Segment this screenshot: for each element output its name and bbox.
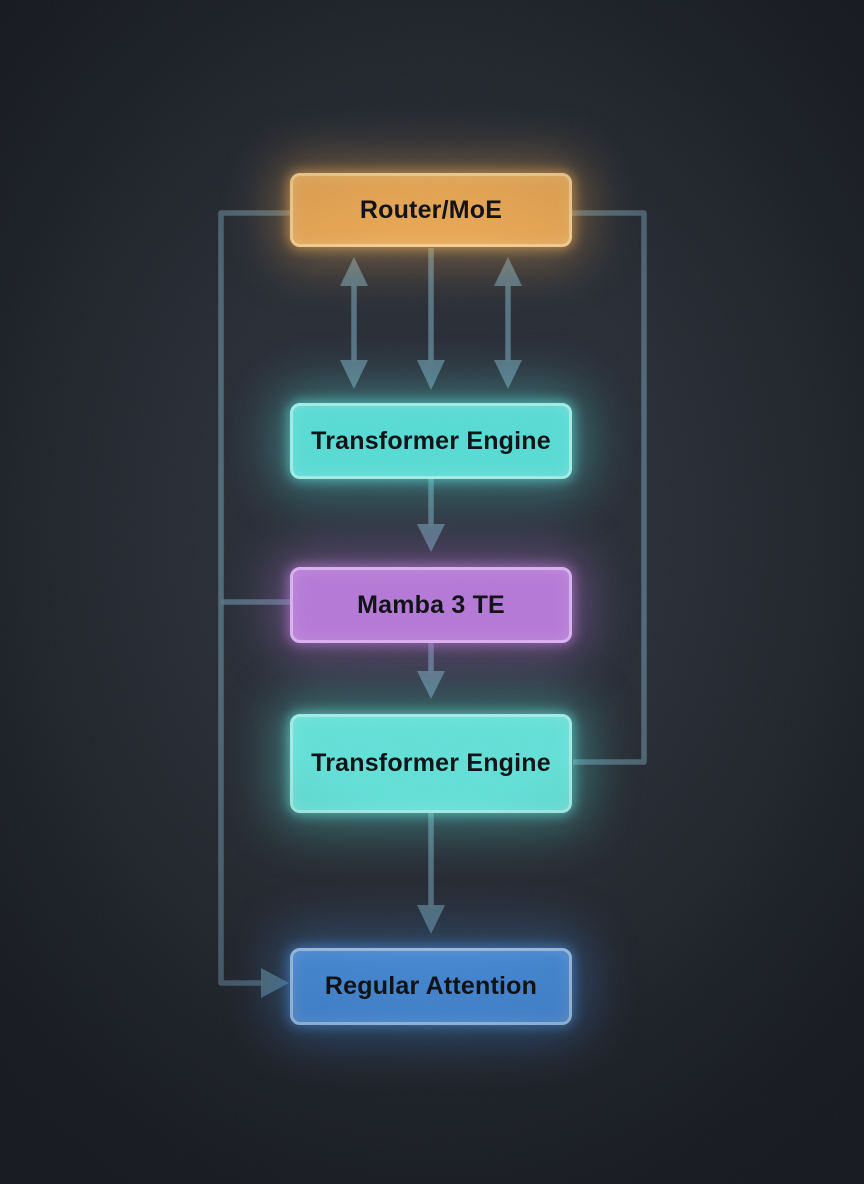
arrowhead-into-regular-attention <box>261 968 289 998</box>
arrowhead-into-attention-top <box>417 905 445 934</box>
arrowhead-up-left <box>340 257 368 286</box>
node-router-moe: Router/MoE <box>290 173 572 247</box>
node-transformer-engine-top-label: Transformer Engine <box>311 426 551 455</box>
arrowhead-into-mamba <box>417 524 445 552</box>
node-transformer-engine-bottom-label: Transformer Engine <box>311 749 551 777</box>
edge-router-to-te2-rail <box>571 210 647 765</box>
edge-router-to-attention-rail <box>218 210 291 986</box>
node-transformer-engine-bottom: Transformer Engine <box>290 714 572 813</box>
arrowhead-down-center <box>417 360 445 390</box>
node-mamba-3-te-label: Mamba 3 TE <box>357 590 505 619</box>
node-router-moe-label: Router/MoE <box>359 195 503 224</box>
node-mamba-3-te: Mamba 3 TE <box>290 567 572 643</box>
node-regular-attention: Regular Attention <box>290 948 572 1025</box>
node-regular-attention-label: Regular Attention <box>324 972 538 1000</box>
node-transformer-engine-top: Transformer Engine <box>290 403 572 479</box>
arrowhead-down-left <box>340 360 368 389</box>
arrowhead-into-te2 <box>417 671 445 699</box>
arrowhead-down-right <box>494 360 522 389</box>
arrowhead-up-right <box>494 257 522 286</box>
